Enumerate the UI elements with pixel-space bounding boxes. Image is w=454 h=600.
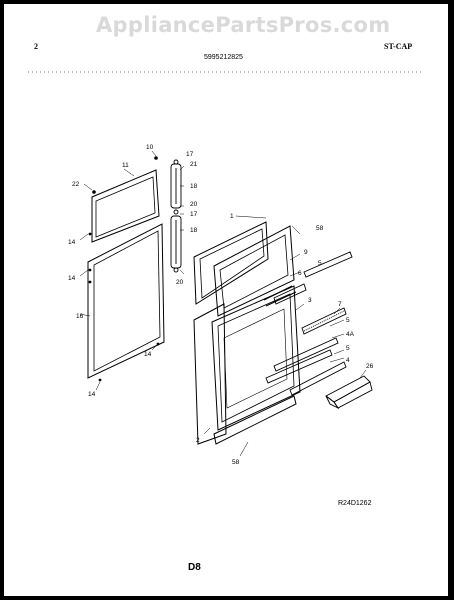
callout-26: 26 (366, 363, 374, 370)
callout-22: 22 (72, 181, 80, 188)
callout-10: 10 (146, 144, 154, 151)
callout-14-a: 14 (68, 239, 76, 246)
callout-4: 4 (346, 357, 350, 364)
callout-20-a: 20 (190, 201, 198, 208)
freezer-door-liner (193, 221, 297, 317)
callout-58-b: 58 (232, 459, 240, 466)
callout-14-b: 14 (68, 275, 76, 282)
refrigerator-door-liner (193, 285, 301, 445)
page-number: 2 (34, 42, 38, 51)
callout-14-c: 14 (144, 351, 152, 358)
footer-code: D8 (188, 562, 201, 573)
callout-20-b: 20 (176, 279, 184, 286)
part-number: 5995212825 (204, 54, 243, 61)
callout-14-d: 14 (88, 391, 96, 398)
callout-7: 7 (338, 301, 342, 308)
callout-5-a: 5 (318, 260, 322, 267)
figure-code: R24D1262 (338, 500, 372, 507)
door-shelves (265, 251, 353, 396)
callout-11: 11 (122, 162, 129, 169)
callout-labels: 10 11 22 14 14 16 14 14 17 21 18 20 17 1… (68, 144, 374, 466)
callout-9: 9 (304, 249, 308, 256)
callout-5-c: 5 (346, 345, 350, 352)
parts-diagram-page: AppliancePartsPros.com 2 5995212825 ST-C… (4, 4, 448, 596)
fasteners (88, 156, 160, 382)
model-code: ST-CAP (384, 42, 413, 51)
door-bin (325, 375, 373, 410)
door-handles (170, 159, 182, 273)
callout-18-a: 18 (190, 183, 198, 190)
callout-58-a: 58 (316, 225, 324, 232)
callout-6: 6 (298, 270, 302, 277)
exploded-view-drawing: 10 11 22 14 14 16 14 14 17 21 18 20 17 1… (28, 71, 424, 466)
callout-2: 2 (196, 437, 200, 444)
callout-18-b: 18 (190, 227, 198, 234)
callout-21: 21 (190, 161, 198, 168)
callout-3: 3 (308, 297, 312, 304)
callout-5-b: 5 (346, 317, 350, 324)
watermark: AppliancePartsPros.com (96, 13, 391, 37)
freezer-door-outer (91, 169, 160, 243)
callout-16: 16 (76, 313, 84, 320)
callout-1: 1 (230, 213, 234, 220)
callout-17-b: 17 (190, 211, 198, 218)
leader-lines (79, 150, 367, 457)
callout-4A: 4A (346, 331, 355, 338)
callout-17-a: 17 (186, 151, 194, 158)
refrigerator-door-outer (87, 223, 165, 379)
